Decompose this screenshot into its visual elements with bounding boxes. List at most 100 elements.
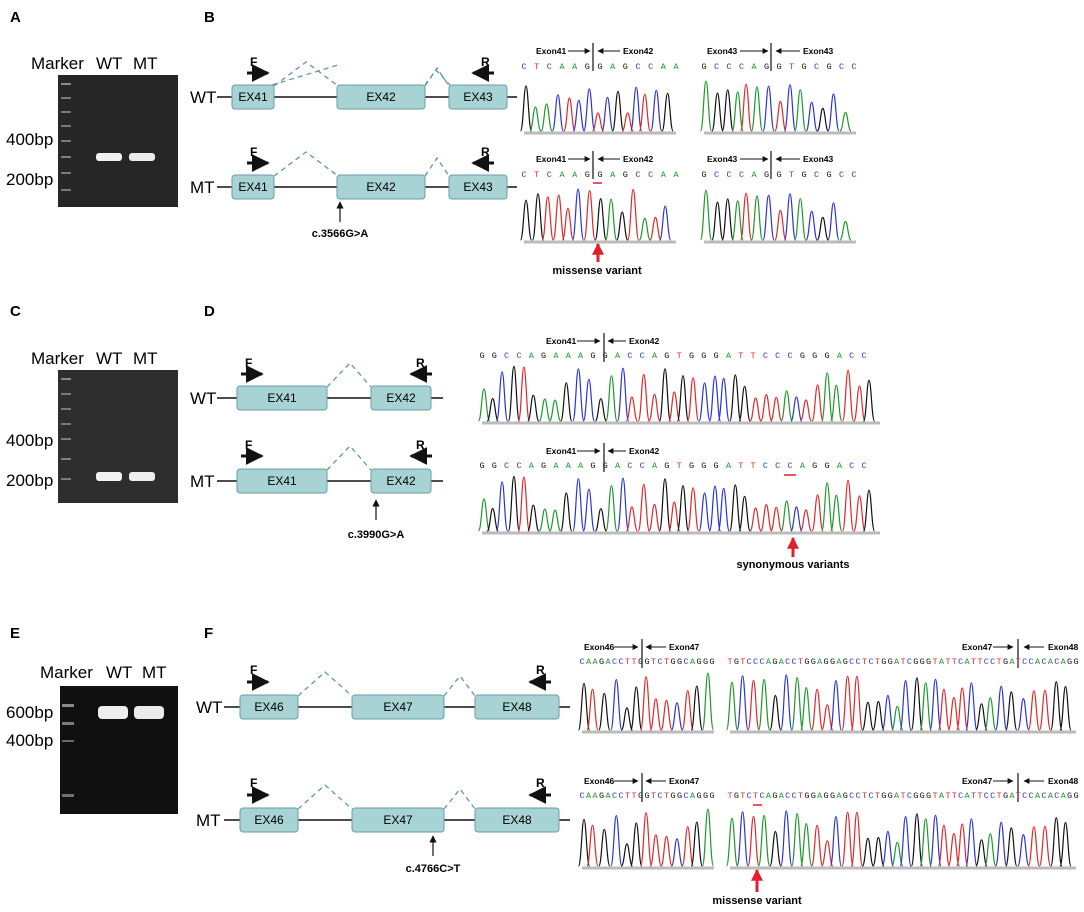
sequence-base: C <box>849 351 854 361</box>
trace-peak <box>872 836 885 867</box>
sequence-base: G <box>811 657 816 667</box>
trace-peak <box>560 492 573 532</box>
trace-peak <box>594 197 607 241</box>
sequence-base: C <box>739 62 744 72</box>
sequence-base: A <box>578 351 584 361</box>
sequence-base: G <box>1003 791 1008 801</box>
sequence-base: C <box>1029 657 1034 667</box>
trace-peak <box>486 507 499 532</box>
trace-peak <box>598 692 611 731</box>
sequence-base: G <box>776 170 781 180</box>
trace-peak <box>842 479 855 532</box>
sequence-base: C <box>579 791 584 801</box>
sequence-base: G <box>479 351 484 361</box>
sequence-base: A <box>965 791 971 801</box>
trace-peak <box>586 688 599 731</box>
trace-peak <box>660 699 673 731</box>
exon-label: EX47 <box>383 700 413 714</box>
sequence-base: C <box>714 170 719 180</box>
sequence-base: A <box>726 461 732 471</box>
sequence-base: G <box>772 657 777 667</box>
sequence-base: C <box>618 657 623 667</box>
sequence-base: C <box>627 461 632 471</box>
sequence-base: T <box>534 170 539 180</box>
junction-label-a: Exon46 <box>584 642 615 652</box>
sequence-base: G <box>1067 657 1072 667</box>
sequence-base: G <box>664 351 669 361</box>
gel-header-mt: MT <box>142 663 167 682</box>
sequence-base: T <box>740 791 745 801</box>
sequence-base: G <box>677 657 682 667</box>
sequence-base: T <box>727 657 732 667</box>
exon-label: EX46 <box>254 700 284 714</box>
trace-peak <box>583 189 596 241</box>
sequence-base: G <box>920 791 925 801</box>
sequence-base: C <box>726 170 731 180</box>
trace-peak <box>582 488 595 532</box>
sequence-base: A <box>610 62 616 72</box>
trace-peak <box>725 681 739 731</box>
row-label-mt: MT <box>190 472 215 491</box>
trace-peak <box>681 690 694 731</box>
primer-r-label: R <box>536 776 545 790</box>
trace-peak <box>956 823 969 867</box>
sequence-base: T <box>677 461 682 471</box>
gene-diagram-b-wt: WT EX41 EX42 EX43 F R <box>190 55 517 110</box>
sequence-base: A <box>529 461 535 471</box>
trace-peak <box>937 824 950 867</box>
sequence-base: A <box>673 170 679 180</box>
trace-peak <box>910 677 923 731</box>
sequence-base: A <box>605 657 611 667</box>
exon-label: EX41 <box>267 391 297 405</box>
sequence-base: A <box>894 657 900 667</box>
sequence-base: T <box>631 657 636 667</box>
sequence-base: G <box>801 62 806 72</box>
trace-peak <box>572 99 585 132</box>
sequence-base: G <box>701 461 706 471</box>
trace-peak <box>791 676 804 731</box>
sequence-base: C <box>785 657 790 667</box>
sequence-base: G <box>824 657 829 667</box>
sequence-base: A <box>726 351 732 361</box>
sequence-base: A <box>578 461 584 471</box>
sequence-base: G <box>703 791 708 801</box>
sequence-base: G <box>926 657 931 667</box>
sequence-base: T <box>932 791 937 801</box>
sequence-base: C <box>849 791 854 801</box>
sequence-base: T <box>534 62 539 72</box>
sequence-base: G <box>623 62 628 72</box>
sequence-base: G <box>881 657 886 667</box>
trace-peak <box>929 678 942 731</box>
sequence-base: T <box>900 791 905 801</box>
trace-peak <box>736 811 749 867</box>
sequence-base: A <box>690 657 696 667</box>
sequence-base: C <box>504 351 509 361</box>
sequence-base: T <box>740 657 745 667</box>
trace-peak <box>899 815 912 867</box>
trace-peak <box>549 399 562 422</box>
trace-peak <box>605 375 618 422</box>
sequence-base: C <box>547 170 552 180</box>
sequence-base: A <box>837 461 843 471</box>
sequence-base: G <box>920 657 925 667</box>
sequence-base: C <box>814 62 819 72</box>
sequence-base: T <box>875 791 880 801</box>
sequence-base: T <box>789 170 794 180</box>
sequence-base: C <box>851 62 856 72</box>
trace-peak <box>529 106 542 132</box>
trace-peak <box>1050 680 1063 731</box>
trace-peak <box>1005 827 1018 867</box>
trace-peak <box>899 679 912 731</box>
sequence-base: T <box>751 351 756 361</box>
sequence-base: C <box>839 62 844 72</box>
sequence-base: C <box>759 791 764 801</box>
sequence-base: A <box>615 351 621 361</box>
row-label-wt: WT <box>196 698 222 717</box>
trace-peak <box>496 481 509 532</box>
trace-peak <box>527 394 540 422</box>
sequence-base: T <box>651 791 656 801</box>
